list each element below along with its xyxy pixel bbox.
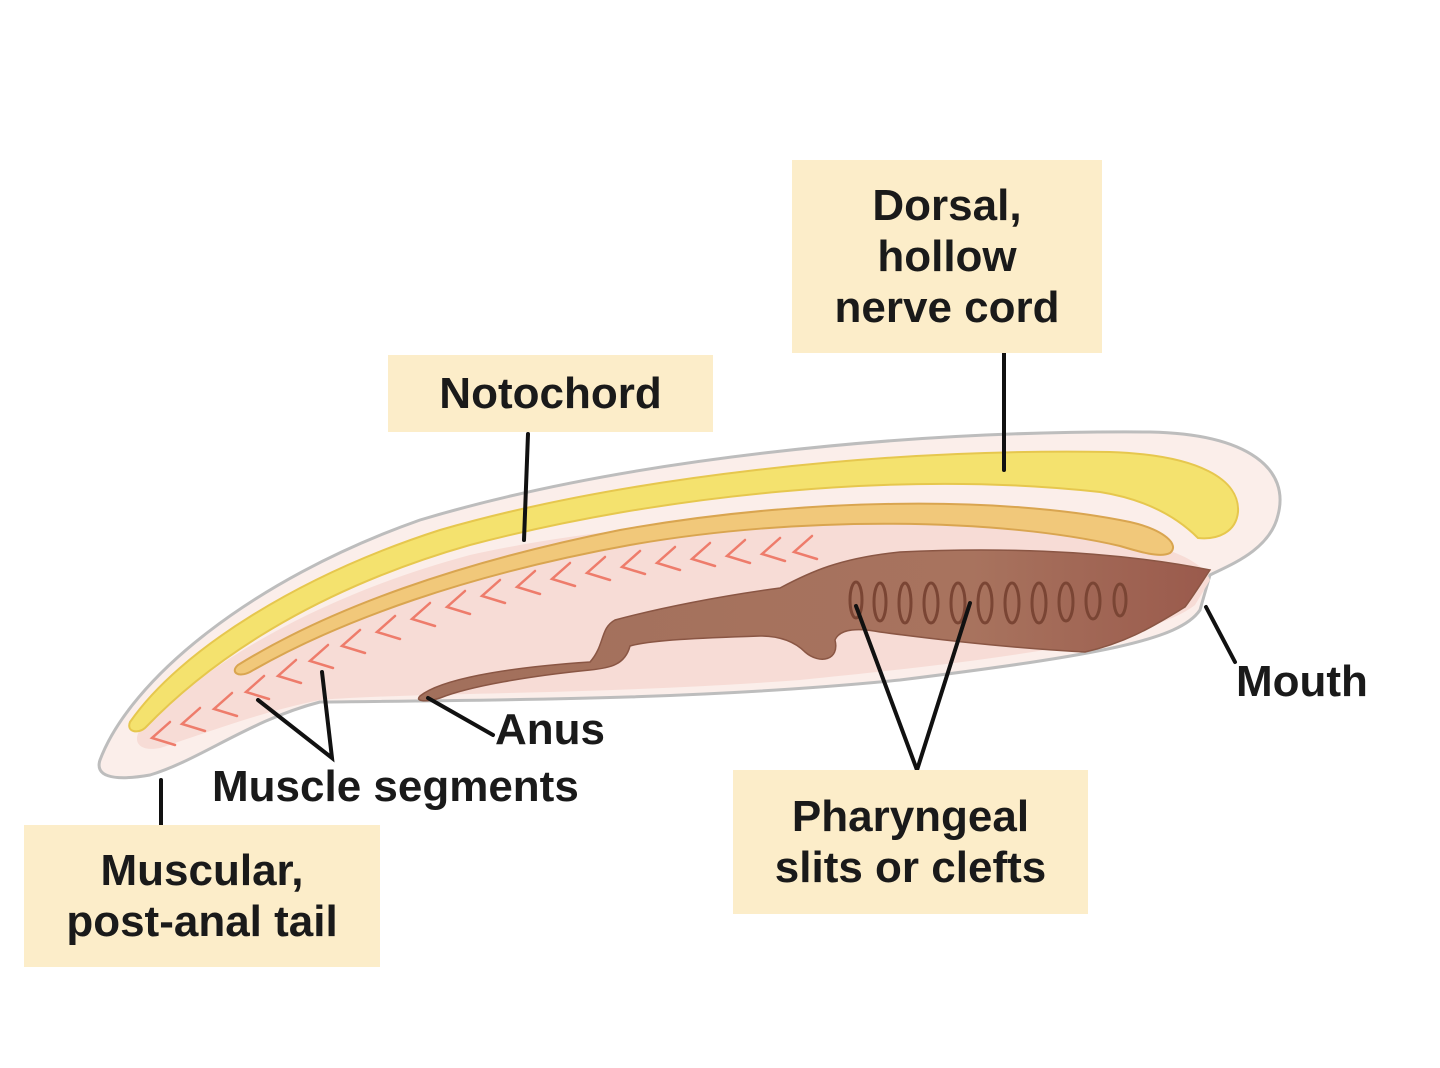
chevron	[514, 569, 542, 596]
chevron	[724, 538, 752, 565]
slit-loop	[1003, 581, 1021, 625]
notochord-label: Notochord	[439, 369, 662, 418]
chevron	[689, 541, 717, 568]
slit-loop	[872, 581, 888, 623]
pharyngeal-slits-label-line-1: Pharyngeal	[791, 792, 1030, 841]
mouth-label: Mouth	[1236, 657, 1368, 706]
chevron	[211, 691, 239, 718]
notochord-label-box: Notochord	[388, 355, 713, 432]
chevron	[409, 601, 437, 628]
chevron	[759, 536, 787, 563]
gut-shape	[417, 549, 1212, 702]
mouth-leader	[1204, 605, 1237, 664]
pharyngeal-slit-loops	[848, 580, 1128, 625]
slit-loop	[1112, 582, 1128, 618]
chevron	[654, 545, 682, 572]
chevron	[149, 720, 177, 747]
dorsal-nerve-cord-label-line-1: Dorsal,	[872, 181, 1022, 230]
post-anal-tail-label-line-2: post-anal tail	[66, 897, 338, 946]
pharyngeal-slits-label-line-2: slits or clefts	[774, 843, 1047, 892]
anus-leader	[426, 696, 495, 737]
chevron	[275, 658, 303, 685]
slit-loop	[848, 580, 864, 620]
slit-loop	[976, 581, 994, 625]
chevron	[791, 534, 819, 561]
chevron	[549, 561, 577, 588]
chevron	[584, 555, 612, 582]
leader-lines	[159, 343, 1237, 832]
muscle-segment-chevrons	[149, 534, 819, 747]
dorsal-nerve-cord-label-line-3: nerve cord	[834, 283, 1060, 332]
nerve-cord-shape	[128, 450, 1240, 733]
slit-loop	[949, 581, 967, 625]
slit-loop	[1057, 581, 1075, 623]
slit-loop	[922, 581, 940, 625]
muscle-segments-label: Muscle segments	[212, 762, 579, 811]
post-anal-tail-label-box: Muscular, post-anal tail	[24, 825, 380, 967]
chevron	[444, 589, 472, 616]
pharyngeal-slits-label-box: Pharyngeal slits or clefts	[733, 770, 1088, 914]
chevron	[619, 549, 647, 576]
dorsal-nerve-cord-label-box: Dorsal, hollow nerve cord	[792, 160, 1102, 353]
muscle-segments-leader	[256, 670, 335, 763]
chevron	[243, 674, 271, 701]
notochord-shape	[233, 502, 1175, 676]
post-anal-tail-label-line-1: Muscular,	[100, 846, 304, 895]
chevron	[307, 643, 335, 670]
slit-loop	[1030, 581, 1048, 625]
chevron	[374, 614, 402, 641]
anus-label: Anus	[495, 705, 605, 754]
notochord-leader	[522, 432, 530, 542]
chevron	[339, 628, 367, 655]
dorsal-nerve-cord-label-line-2: hollow	[877, 232, 1017, 281]
chevron	[179, 706, 207, 733]
slit-loop	[897, 581, 913, 625]
chevron	[479, 578, 507, 605]
slit-loop	[1084, 581, 1102, 621]
